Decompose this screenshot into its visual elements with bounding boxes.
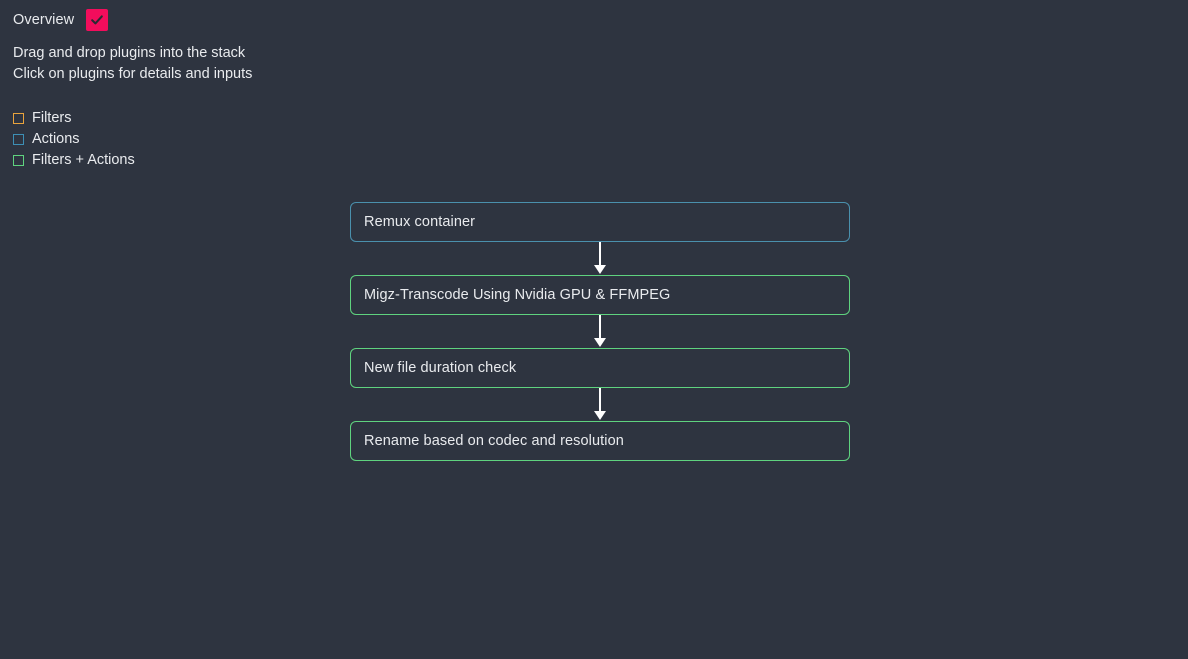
arrow-down-icon — [594, 315, 606, 347]
legend-item-label: Actions — [32, 131, 80, 147]
page-title: Overview — [13, 12, 75, 28]
square-outline-icon — [13, 155, 24, 166]
square-outline-icon — [13, 113, 24, 124]
overview-checkbox[interactable] — [86, 9, 109, 31]
plugin-node-label: New file duration check — [364, 360, 517, 376]
legend-item-actions[interactable]: Actions — [13, 129, 135, 150]
arrow-down-icon — [594, 388, 606, 420]
flow-connector — [350, 315, 850, 348]
plugin-node-label: Migz-Transcode Using Nvidia GPU & FFMPEG — [364, 287, 671, 303]
plugin-stack: Remux container Migz-Transcode Using Nvi… — [350, 202, 850, 461]
plugin-node[interactable]: Migz-Transcode Using Nvidia GPU & FFMPEG — [350, 275, 850, 315]
plugin-node-label: Remux container — [364, 214, 476, 230]
plugin-node[interactable]: Rename based on codec and resolution — [350, 421, 850, 461]
legend-item-filters-actions[interactable]: Filters + Actions — [13, 150, 135, 171]
arrow-down-icon — [594, 242, 606, 274]
legend-item-filters[interactable]: Filters — [13, 108, 135, 129]
overview-header: Overview — [13, 8, 109, 32]
legend: Filters Actions Filters + Actions — [13, 108, 135, 171]
instruction-line-1: Drag and drop plugins into the stack — [13, 45, 246, 61]
flow-connector — [350, 388, 850, 421]
check-icon — [91, 15, 104, 25]
flow-connector — [350, 242, 850, 275]
plugin-node[interactable]: Remux container — [350, 202, 850, 242]
square-outline-icon — [13, 134, 24, 145]
legend-item-label: Filters — [32, 110, 72, 126]
plugin-node[interactable]: New file duration check — [350, 348, 850, 388]
plugin-node-label: Rename based on codec and resolution — [364, 433, 624, 449]
legend-item-label: Filters + Actions — [32, 152, 135, 168]
instructions-block: Drag and drop plugins into the stack Cli… — [13, 43, 252, 85]
instruction-line-2: Click on plugins for details and inputs — [13, 66, 253, 82]
